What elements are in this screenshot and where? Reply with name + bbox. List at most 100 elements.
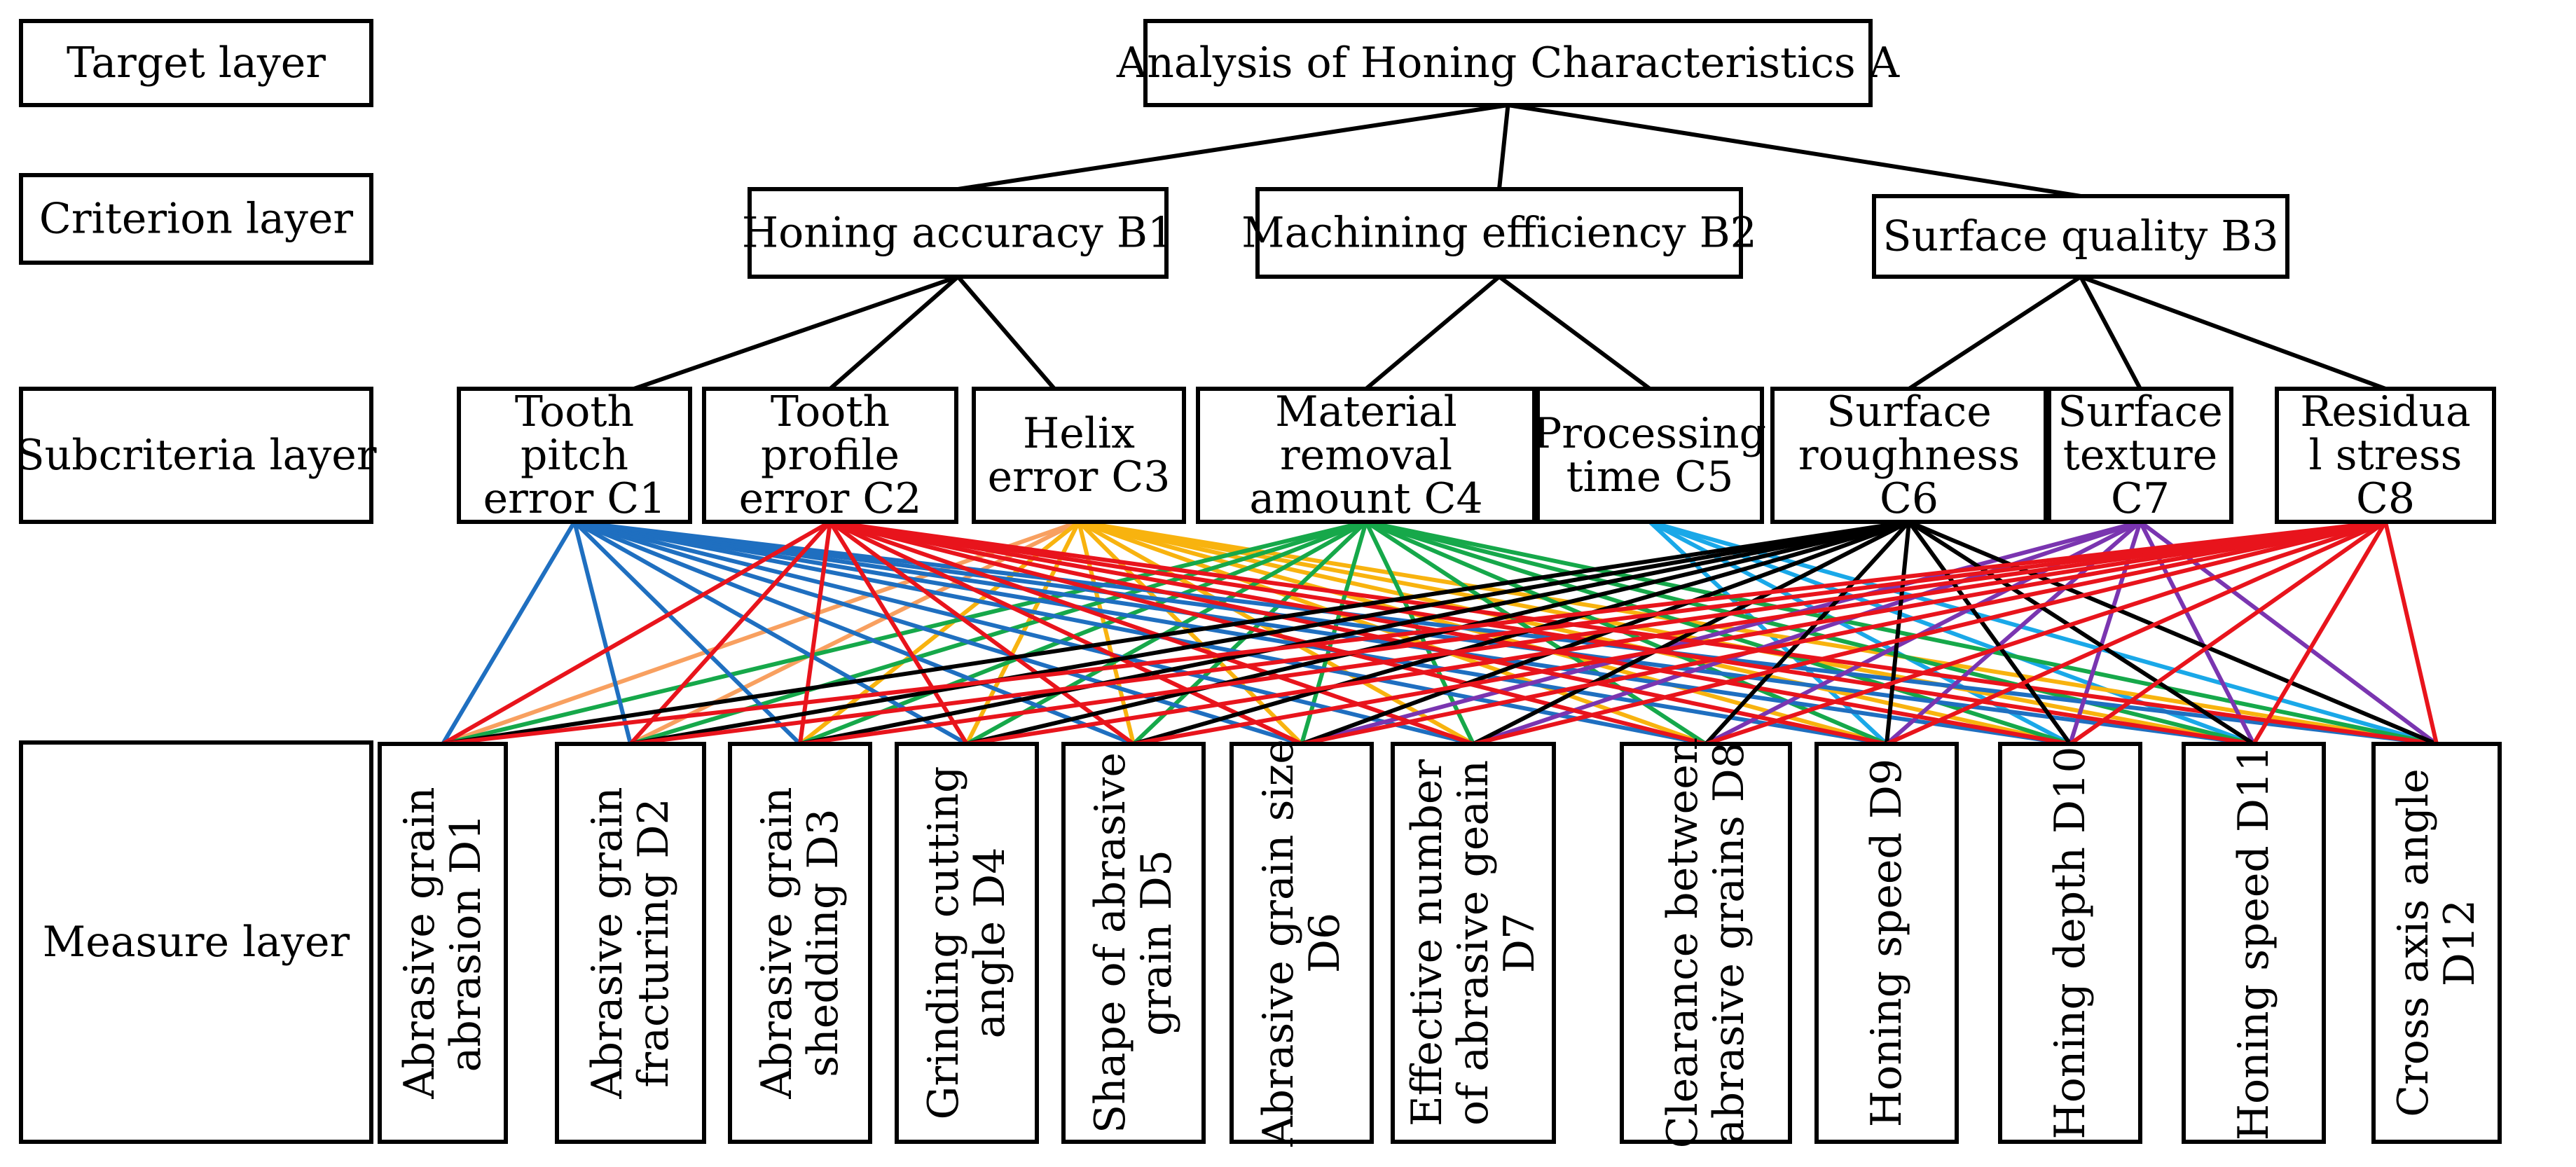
link-C2-D11 — [829, 520, 2254, 746]
subcriterion-label-C7-line: Surface — [2058, 387, 2223, 436]
link-C2-D1 — [441, 520, 832, 746]
link-C1-D7 — [574, 520, 1474, 746]
link-C2-D3 — [798, 521, 832, 745]
link-C2-D6 — [829, 520, 1303, 746]
link-C4-D5 — [1131, 520, 1368, 746]
measure-text-D2: Abrasive grainfracturing D2 — [583, 787, 678, 1099]
measure-text-D6: Abrasive grain sizeD6 — [1254, 739, 1349, 1147]
link-C8-D12 — [2383, 521, 2439, 745]
link-C8-D4 — [966, 520, 2386, 746]
layer-subcriteria-box — [19, 387, 373, 524]
link-C1-D2 — [572, 521, 633, 745]
subcriterion-label-C8-line: l stress — [2309, 431, 2463, 480]
link-C8-D5 — [1133, 520, 2386, 746]
link-C4-D12 — [1365, 520, 2437, 746]
link-C6-D4 — [966, 520, 1910, 746]
link-C8-D1 — [442, 520, 2386, 746]
criterion-label-B2-line: Machining efficiency B2 — [1241, 209, 1757, 258]
measure-label-D2: Abrasive grainfracturing D2 — [583, 787, 678, 1099]
link-C6-D1 — [442, 520, 1910, 746]
measure-text-D1: Abrasive grainabrasion D1 — [395, 787, 490, 1099]
hierarchy-connectors — [633, 103, 2387, 391]
subcriterion-box-C6 — [1770, 387, 2048, 524]
connector-A-B3 — [1508, 103, 2081, 198]
link-C8-D3 — [799, 520, 2386, 746]
measure-box-D9 — [1814, 742, 1959, 1144]
link-C6-D9 — [1885, 521, 1911, 745]
layer-measure-box — [19, 740, 373, 1144]
measure-text-D7: Effective numberof abrasive geainD7 — [1403, 759, 1544, 1126]
link-C1-D9 — [574, 520, 1887, 746]
criterion-box-B2 — [1255, 187, 1743, 279]
layer-target-label-line: Target layer — [67, 39, 326, 88]
subcriterion-label-C5-line: time C5 — [1566, 453, 1734, 502]
measure-box-D5 — [1061, 742, 1206, 1144]
measure-label-D7: Effective numberof abrasive geainD7 — [1403, 759, 1544, 1126]
subcriterion-label-C6-line: Surface — [1826, 387, 1992, 436]
subcriterion-label-C8-line: C8 — [2356, 474, 2415, 523]
layer-criterion-label-line: Criterion layer — [39, 195, 353, 244]
subcriterion-label-C7-line: texture — [2063, 431, 2217, 480]
criterion-label-B3-line: Surface quality B3 — [1882, 212, 2278, 261]
link-C2-D7 — [829, 520, 1474, 746]
link-C4-D1 — [442, 520, 1367, 746]
link-C1-D4 — [573, 520, 968, 746]
measure-label-D10: Honing depth D10 — [2046, 746, 2095, 1139]
measure-label-D9: Honing speed D9 — [1862, 759, 1911, 1127]
layer-target-label: Target layer — [67, 39, 326, 88]
measure-text-D10: Honing depth D10 — [2046, 746, 2095, 1139]
measure-text-D11-line: Honing speed D11 — [2229, 745, 2278, 1141]
subcriterion-label-C2-line: profile — [761, 431, 900, 480]
measure-box-D2 — [555, 742, 706, 1144]
measure-box-D4 — [895, 742, 1039, 1144]
link-C1-D5 — [573, 520, 1135, 746]
measure-text-D10-line: Honing depth D10 — [2046, 746, 2095, 1139]
measure-text-D8-line: Clearance between — [1658, 738, 1707, 1149]
measure-label-D1: Abrasive grainabrasion D1 — [395, 787, 490, 1099]
measure-text-D7-line: Effective number — [1403, 759, 1452, 1126]
measure-links — [441, 520, 2439, 746]
connector-A-B2 — [1497, 104, 1510, 190]
connector-B3-C7 — [2079, 275, 2142, 390]
link-C6-D2 — [630, 520, 1910, 746]
subcriterion-box-C3 — [972, 387, 1186, 524]
criterion-label-B2: Machining efficiency B2 — [1241, 209, 1757, 258]
subcriterion-label-C2-line: Tooth — [771, 387, 890, 436]
subcriterion-label-C6-line: roughness — [1798, 431, 2020, 480]
link-C8-D11 — [2252, 520, 2388, 745]
measure-box-D11 — [2182, 742, 2326, 1144]
layer-criterion-label: Criterion layer — [39, 195, 353, 244]
measure-text-D11: Honing speed D11 — [2229, 745, 2278, 1141]
measure-text-D9: Honing speed D9 — [1862, 759, 1911, 1127]
measure-box-D8 — [1620, 742, 1792, 1144]
link-C7-D12 — [2139, 520, 2438, 746]
measure-text-D12-line: D12 — [2435, 899, 2484, 986]
measure-text-D12: Cross axis angleD12 — [2389, 768, 2484, 1117]
subcriterion-label-C1-line: Tooth — [515, 387, 634, 436]
layer-measure-label: Measure layer — [43, 918, 350, 967]
measure-text-D5-line: grain D5 — [1132, 850, 1181, 1036]
target-box — [1143, 19, 1873, 107]
criterion-label-B1: Honing accuracy B1 — [742, 209, 1174, 258]
link-C2-D10 — [829, 520, 2071, 746]
measure-label-D4: Grinding cuttingangle D4 — [919, 766, 1014, 1120]
link-C8-D8 — [1705, 520, 2386, 746]
subcriterion-box-C4 — [1196, 387, 1536, 524]
link-C8-D9 — [1885, 520, 2387, 746]
link-C6-D8 — [1704, 520, 1911, 746]
subcriterion-label-C1-line: error C1 — [483, 474, 666, 523]
measure-label-D11: Honing speed D11 — [2229, 745, 2278, 1141]
link-C1-D1 — [441, 520, 577, 745]
connector-B2-C4 — [1365, 275, 1501, 391]
link-C6-D3 — [799, 520, 1910, 746]
measure-text-D4: Grinding cuttingangle D4 — [919, 766, 1014, 1120]
measure-text-D7-line: of abrasive geain — [1449, 760, 1498, 1126]
subcriterion-box-C7 — [2047, 387, 2233, 524]
measure-text-D3-line: shedding D3 — [799, 808, 848, 1077]
